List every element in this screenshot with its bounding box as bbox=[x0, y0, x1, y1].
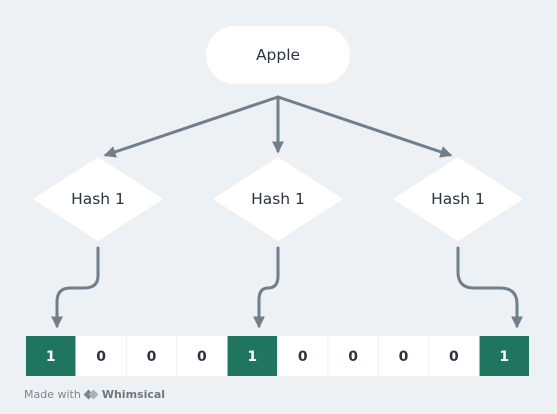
root-edges bbox=[103, 95, 453, 158]
bit-cell-3-box bbox=[177, 336, 227, 376]
root-node-shape bbox=[206, 26, 350, 84]
bit-cell-4: 1 bbox=[227, 336, 277, 376]
bit-cell-9-value: 1 bbox=[499, 349, 509, 365]
bit-array: 1 0 0 0 1 0 0 0 0 1 bbox=[26, 336, 529, 376]
bit-cell-5: 0 bbox=[278, 336, 328, 376]
hash-node-3-shape bbox=[393, 157, 523, 241]
bit-cell-7: 0 bbox=[378, 336, 429, 376]
bit-cell-6-box bbox=[328, 336, 378, 376]
hash-node-1[interactable]: Hash 1 bbox=[33, 157, 163, 241]
bit-cell-9-box bbox=[479, 336, 529, 376]
bit-cell-5-box bbox=[278, 336, 328, 376]
bit-cell-2-value: 0 bbox=[147, 349, 157, 365]
footer: Made with Whimsical bbox=[24, 388, 165, 401]
bit-cell-2-box bbox=[126, 336, 177, 376]
whimsical-brand: Whimsical bbox=[101, 388, 166, 401]
bit-cell-1-value: 0 bbox=[96, 349, 106, 365]
hash-node-3-label: Hash 1 bbox=[431, 190, 485, 208]
bit-cell-8-value: 0 bbox=[449, 349, 459, 365]
bit-cell-6-value: 0 bbox=[348, 349, 358, 365]
bit-cell-7-value: 0 bbox=[399, 349, 409, 365]
hash-edges bbox=[51, 246, 523, 329]
bit-cell-5-value: 0 bbox=[298, 349, 308, 365]
bit-cell-2: 0 bbox=[126, 336, 177, 376]
root-node[interactable]: Apple bbox=[206, 26, 350, 84]
hash-node-2-label: Hash 1 bbox=[251, 190, 305, 208]
bit-cell-0-box bbox=[26, 336, 76, 376]
bit-cell-7-box bbox=[378, 336, 429, 376]
root-node-label: Apple bbox=[256, 46, 300, 64]
bit-cell-8-box bbox=[429, 336, 479, 376]
edge-hash-1-to-bit bbox=[51, 246, 100, 329]
bit-cell-4-value: 1 bbox=[247, 349, 257, 365]
bit-cell-0-value: 1 bbox=[46, 349, 56, 365]
bit-cell-3-value: 0 bbox=[197, 349, 207, 365]
bit-cell-3: 0 bbox=[177, 336, 227, 376]
bit-cell-1: 0 bbox=[76, 336, 126, 376]
edge-hash-3-to-bit bbox=[456, 246, 523, 329]
edge-root-to-hash-3 bbox=[276, 95, 453, 158]
hash-node-2-shape bbox=[213, 157, 343, 241]
bit-cell-1-box bbox=[76, 336, 126, 376]
hash-node-1-label: Hash 1 bbox=[71, 190, 125, 208]
bit-cell-8: 0 bbox=[429, 336, 479, 376]
bit-cell-0: 1 bbox=[26, 336, 76, 376]
bit-cell-6: 0 bbox=[328, 336, 378, 376]
edge-hash-2-to-bit bbox=[253, 246, 280, 329]
made-with-label: Made with bbox=[24, 388, 81, 401]
hash-node-3[interactable]: Hash 1 bbox=[393, 157, 523, 241]
whimsical-logo-icon bbox=[85, 390, 98, 400]
bit-cell-4-box bbox=[227, 336, 277, 376]
hash-node-1-shape bbox=[33, 157, 163, 241]
hash-node-2[interactable]: Hash 1 bbox=[213, 157, 343, 241]
edge-root-to-hash-1 bbox=[103, 95, 280, 158]
bit-cell-9: 1 bbox=[479, 336, 529, 376]
